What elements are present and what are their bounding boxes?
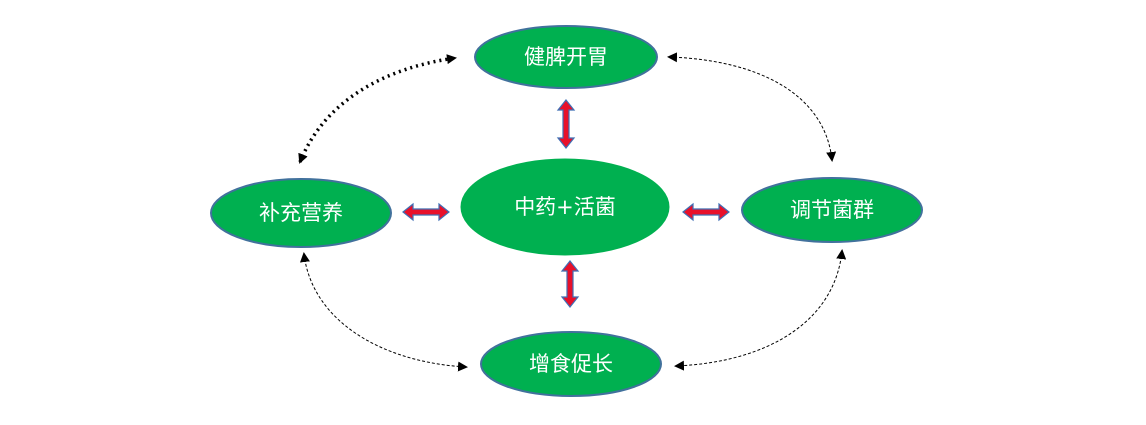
node-right-label: 调节菌群 <box>790 198 874 222</box>
double-arrow-center-left <box>402 202 450 222</box>
node-top-label: 健脾开胃 <box>524 45 608 69</box>
dashed-connector-right-bottom <box>674 249 847 371</box>
node-center: 中药+活菌 <box>460 158 670 256</box>
node-left-label: 补充营养 <box>259 201 343 225</box>
double-arrow-center-bottom <box>560 260 580 308</box>
node-right: 调节菌群 <box>741 177 923 243</box>
dotted-connector-left-top <box>298 54 457 164</box>
node-left: 补充营养 <box>210 178 392 248</box>
dashed-connector-left-bottom <box>300 252 468 372</box>
node-top: 健脾开胃 <box>474 25 658 89</box>
node-center-label: 中药+活菌 <box>514 195 616 219</box>
dashed-connector-top-right <box>667 52 837 162</box>
double-arrow-center-top <box>556 99 576 149</box>
node-bottom: 增食促长 <box>480 331 662 397</box>
node-bottom-label: 增食促长 <box>529 352 613 376</box>
double-arrow-center-right <box>682 202 730 222</box>
